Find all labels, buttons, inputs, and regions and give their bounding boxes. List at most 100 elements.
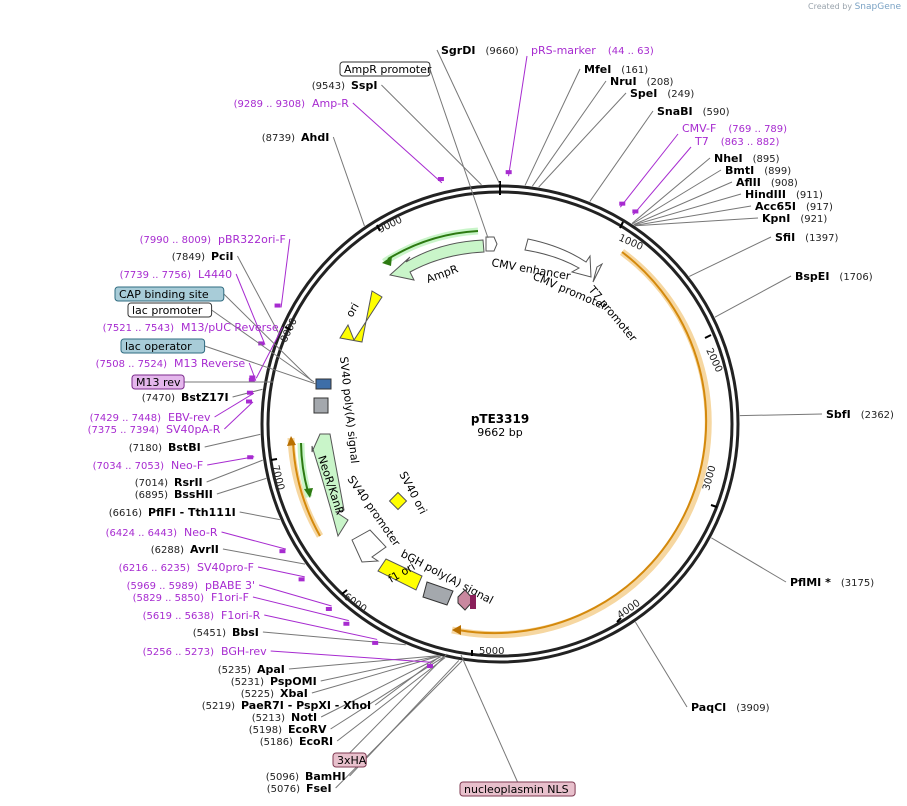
lead-bsshii <box>216 477 267 495</box>
lead-bamhi <box>349 660 460 777</box>
enzyme-rsrii[interactable]: RsrII <box>174 476 203 489</box>
primer-site-m13-puc-reverse <box>249 375 256 380</box>
primer-f1ori-f[interactable]: F1ori-F <box>211 591 249 604</box>
enzyme-acc65i[interactable]: Acc65I <box>755 200 796 213</box>
primer-site-amp-r <box>437 177 444 182</box>
primer-pbabe-3[interactable]: pBABE 3' <box>205 579 255 592</box>
primer-f1ori-r[interactable]: F1ori-R <box>221 609 261 622</box>
enzyme-bstbi[interactable]: BstBI <box>168 441 201 454</box>
enzyme-bstz17i[interactable]: BstZ17I <box>181 391 229 404</box>
primer-bgh-rev[interactable]: BGH-rev <box>221 645 267 658</box>
f1-ori-feature[interactable] <box>377 558 423 591</box>
enzyme-bmti[interactable]: BmtI <box>725 164 754 177</box>
enzyme-bamhi[interactable]: BamHI <box>305 770 346 783</box>
enzyme-position: (911) <box>796 190 823 201</box>
sv40-polya-feature[interactable] <box>313 397 329 414</box>
enzyme-position: (5096) <box>266 772 299 783</box>
enzyme-position: (5231) <box>231 677 264 688</box>
plasmid-length: 9662 bp <box>477 426 522 439</box>
enzyme-pflfi-tth111i[interactable]: PflFI - Tth111I <box>148 506 236 519</box>
enzyme-bspei[interactable]: BspEI <box>795 270 829 283</box>
feature-box-nucleoplasmin-nls[interactable] <box>459 781 576 797</box>
enzyme-ecori[interactable]: EcoRI <box>299 735 333 748</box>
primer-m13-reverse[interactable]: M13 Reverse <box>174 357 245 370</box>
enzyme-sbfi[interactable]: SbfI <box>826 408 851 421</box>
enzyme-apai[interactable]: ApaI <box>257 663 285 676</box>
primer-ebv-rev[interactable]: EBV-rev <box>168 411 211 424</box>
enzyme-position: (895) <box>753 154 780 165</box>
enzyme-position: (5198) <box>249 725 282 736</box>
enzyme-position: (590) <box>703 107 730 118</box>
primer-neo-r[interactable]: Neo-R <box>184 526 218 539</box>
t7-promoter-label: T7 promoter <box>585 283 640 345</box>
enzyme-nrui[interactable]: NruI <box>610 75 637 88</box>
primer-l4440[interactable]: L4440 <box>198 268 232 281</box>
feature-label-three-xha: 3xHA <box>337 754 367 767</box>
enzyme-position: (8739) <box>262 133 295 144</box>
enzyme-position: (208) <box>647 77 674 88</box>
feature-box-cap-binding-site[interactable] <box>114 286 225 302</box>
primer-site-bgh-rev <box>426 664 433 669</box>
lead-pflmi <box>711 537 787 583</box>
orf-arc-left <box>292 441 321 537</box>
enzyme-paqci[interactable]: PaqCI <box>691 701 726 714</box>
primer-site-l4440 <box>258 341 265 346</box>
lead-bmti <box>632 169 722 225</box>
primer-neo-f[interactable]: Neo-F <box>171 459 203 472</box>
feature-box-ampr-promoter[interactable] <box>339 61 431 77</box>
enzyme-paer7i-pspxi-xhoi[interactable]: PaeR7I - PspXI - XhoI <box>241 699 371 712</box>
enzyme-position: (7014) <box>135 478 168 489</box>
feature-box-three-xha[interactable] <box>332 752 367 768</box>
enzyme-kpni[interactable]: KpnI <box>762 212 790 225</box>
enzyme-ecorv[interactable]: EcoRV <box>288 723 327 736</box>
lead-bbsi <box>262 631 406 646</box>
bgh-polya-feature[interactable] <box>422 581 454 606</box>
enzyme-hindiii[interactable]: HindIII <box>745 188 786 201</box>
neor-kanr-feature[interactable] <box>311 433 349 538</box>
enzyme-bsshii[interactable]: BssHII <box>174 488 213 501</box>
feature-box-lac-promoter[interactable] <box>127 302 213 318</box>
enzyme-avrii[interactable]: AvrII <box>190 543 219 556</box>
enzyme-position: (5076) <box>267 784 300 795</box>
enzyme-fsei[interactable]: FseI <box>306 782 332 795</box>
enzyme-bbsi[interactable]: BbsI <box>232 626 259 639</box>
sv40-polya-label: SV40 poly(A) signal <box>337 356 361 464</box>
enzyme-sfii[interactable]: SfiI <box>775 231 795 244</box>
credit-app-name: SnapGene <box>854 2 901 12</box>
primer-site-sv40pa-r <box>246 399 253 404</box>
ori-feature[interactable] <box>339 290 383 343</box>
primer-pbr322ori-f[interactable]: pBR322ori-F <box>218 233 286 246</box>
primer-sv40pa-r[interactable]: SV40pA-R <box>166 423 221 436</box>
enzyme-pcii[interactable]: PciI <box>211 250 233 263</box>
ampr-feature[interactable] <box>388 239 485 281</box>
enzyme-sgrdi[interactable]: SgrDI <box>441 44 475 57</box>
primer-amp-r[interactable]: Amp-R <box>312 97 349 110</box>
enzyme-aflii[interactable]: AflII <box>736 176 761 189</box>
feature-box-lac-operator[interactable] <box>120 338 206 354</box>
feature-box-m13-rev[interactable] <box>131 374 185 390</box>
enzyme-nhei[interactable]: NheI <box>714 152 743 165</box>
primer-sv40pro-f[interactable]: SV40pro-F <box>197 561 254 574</box>
lead-ecori <box>336 657 446 742</box>
enzyme-noti[interactable]: NotI <box>291 711 317 724</box>
primer-m13-puc-reverse[interactable]: M13/pUC Reverse <box>181 321 279 334</box>
primer-prs-marker[interactable]: pRS-marker <box>531 44 596 57</box>
enzyme-position: (908) <box>771 178 798 189</box>
feature-label-nucleoplasmin-nls: nucleoplasmin NLS <box>464 783 569 796</box>
sv40-ori-feature[interactable] <box>388 491 408 511</box>
lead-paer7i-pspxi-xhoi <box>374 656 441 706</box>
enzyme-spei[interactable]: SpeI <box>630 87 657 100</box>
enzyme-ahdi[interactable]: AhdI <box>301 131 329 144</box>
primer-t7[interactable]: T7 <box>694 135 709 148</box>
primer-site-f1ori-f <box>343 621 350 626</box>
enzyme-position: (6616) <box>109 508 142 519</box>
enzyme-xbai[interactable]: XbaI <box>280 687 308 700</box>
lead-pcii <box>237 255 279 333</box>
enzyme-mfei[interactable]: MfeI <box>584 63 611 76</box>
enzyme-pspomi[interactable]: PspOMI <box>270 675 317 688</box>
primer-site-neo-r <box>279 549 286 554</box>
enzyme-sspi[interactable]: SspI <box>351 79 377 92</box>
primer-cmv-f[interactable]: CMV-F <box>682 122 716 135</box>
enzyme-pflmi[interactable]: PflMI * <box>790 576 831 589</box>
enzyme-snabi[interactable]: SnaBI <box>657 105 693 118</box>
